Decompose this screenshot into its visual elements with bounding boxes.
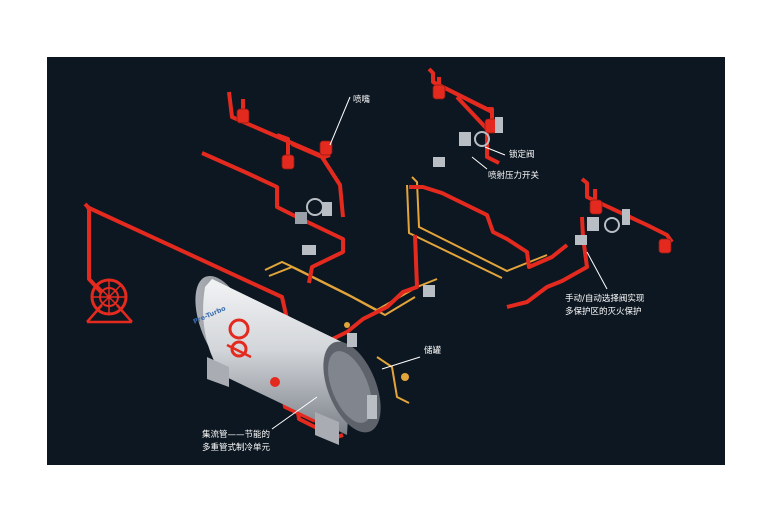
- manifold-label-line1: 集流管——节能的: [202, 430, 271, 440]
- nozzle-icon: [236, 84, 672, 254]
- valve-icon: [270, 117, 630, 419]
- storage-tank-icon: [195, 275, 381, 445]
- nozzle-label: 喷嘴: [353, 95, 371, 105]
- storage-tank-label: 储罐: [424, 346, 442, 356]
- piping-schematic: [83, 67, 674, 445]
- selector-valve-label-line1: 手动/自动选择阀实现: [565, 294, 645, 304]
- hose-reel-icon: [86, 278, 133, 324]
- red-main-piping: [83, 67, 674, 439]
- system-diagram: Pre-Turbo 喷嘴 锁定阀 喷射压力开关 手动/自动选择阀实现 多保护区的…: [47, 57, 725, 465]
- selector-valve-label-line2: 多保护区的灭火保护: [565, 307, 642, 317]
- callout-lines: [271, 96, 608, 430]
- manifold-label-line2: 多重管式制冷单元: [202, 443, 271, 453]
- lock-valve-label: 锁定阀: [509, 150, 535, 160]
- logo-mark-icon: [226, 318, 252, 359]
- pressure-switch-label: 喷射压力开关: [488, 171, 540, 181]
